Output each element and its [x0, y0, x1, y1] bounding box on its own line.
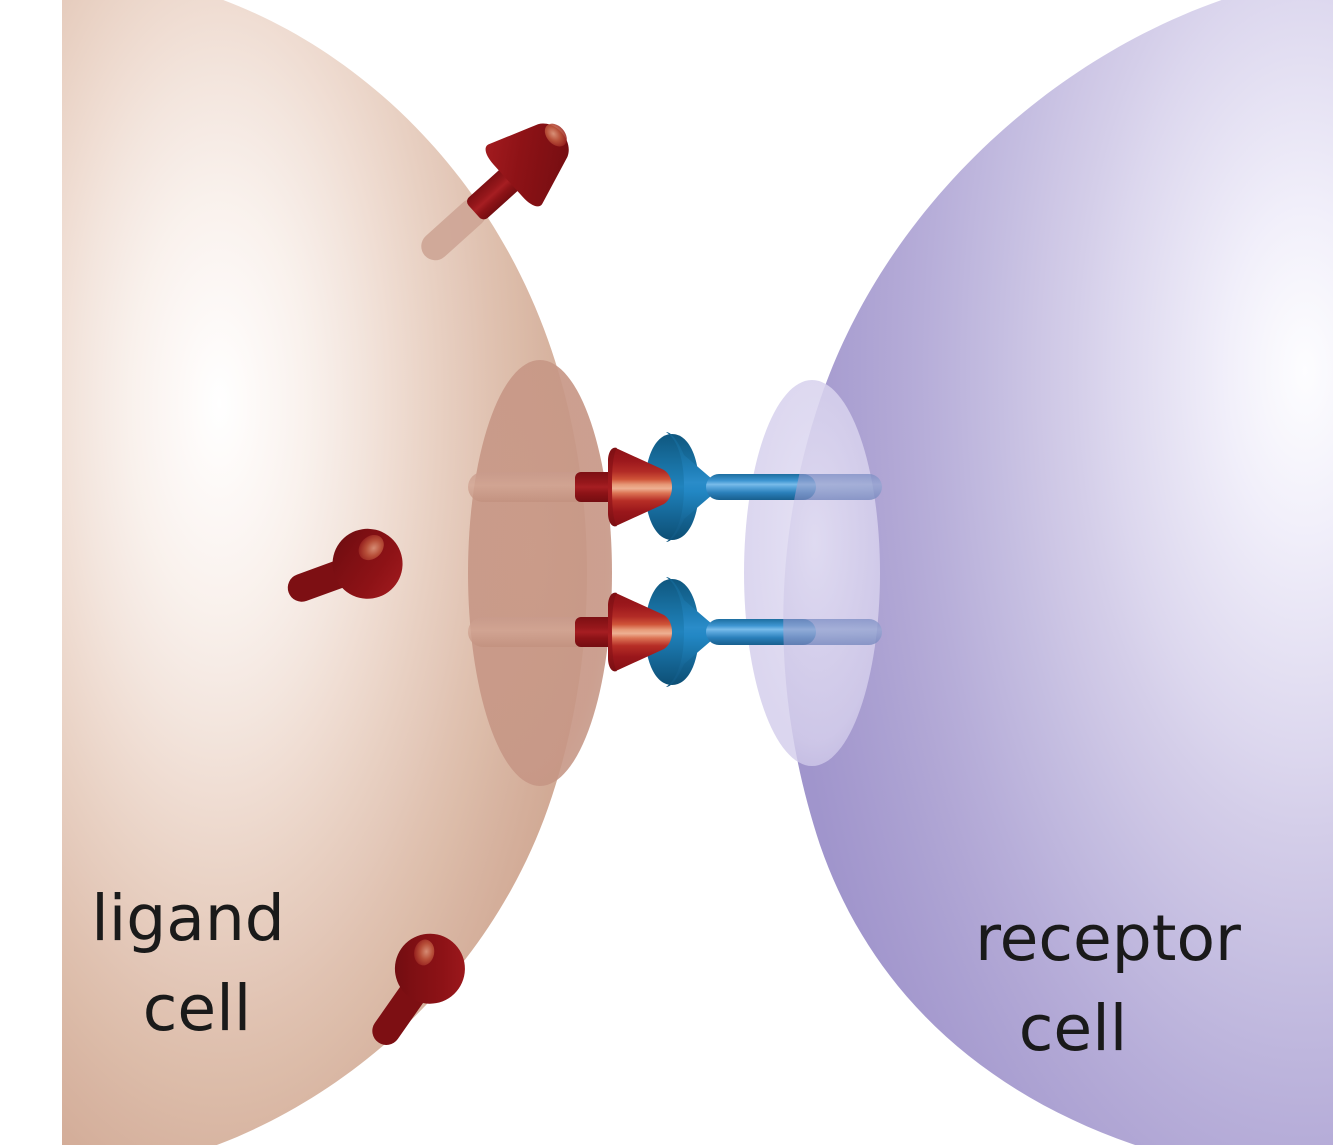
receptor-cell-label-line2: cell: [1019, 992, 1127, 1065]
ligand-cell-contact-face: [468, 360, 612, 786]
ligand-stalk-intracellular-lower: [468, 617, 587, 647]
free-ligand-middle[interactable]: [277, 519, 413, 625]
free-ligand-top-tip: [544, 123, 567, 147]
free-ligand-bottom-tip: [414, 939, 435, 966]
ligand-cell-label-line1: ligand: [91, 882, 285, 955]
receptor-cone-lower: [666, 577, 715, 687]
receptor-cone-upper: [666, 432, 715, 542]
receptor-cell-body: [783, 0, 1333, 1145]
receptor-cell-label-line1: receptor: [975, 902, 1241, 975]
free-ligand-top-head: [485, 123, 569, 207]
binding-pair-lower[interactable]: [468, 577, 882, 687]
free-ligand-bottom[interactable]: [350, 920, 479, 1063]
free-ligand-top-stalk-intracellular: [421, 198, 487, 261]
free-ligand-top[interactable]: [398, 101, 591, 286]
receptor-cell-label: receptor cell: [975, 902, 1241, 1065]
ligand-cone-base-rim-lower: [608, 592, 617, 672]
receptor-stalk-intracellular-lower: [783, 619, 882, 645]
free-ligand-bottom-head: [394, 933, 465, 1004]
free-ligand-middle-head: [332, 528, 403, 599]
ligand-cone-upper: [610, 448, 672, 526]
ligand-cell-label: ligand cell: [91, 882, 285, 1045]
receptor-cell-contact-face: [744, 380, 880, 766]
binding-pair-upper[interactable]: [468, 432, 882, 542]
ligand-cell-label-line2: cell: [143, 972, 251, 1045]
receptor-stalk-upper: [706, 474, 816, 500]
ligand-cone-base-rim-upper: [608, 447, 617, 527]
ligand-cone-lower: [610, 593, 672, 671]
free-ligand-middle-tip: [358, 534, 384, 561]
ligand-stalk-intracellular-upper: [468, 472, 587, 502]
